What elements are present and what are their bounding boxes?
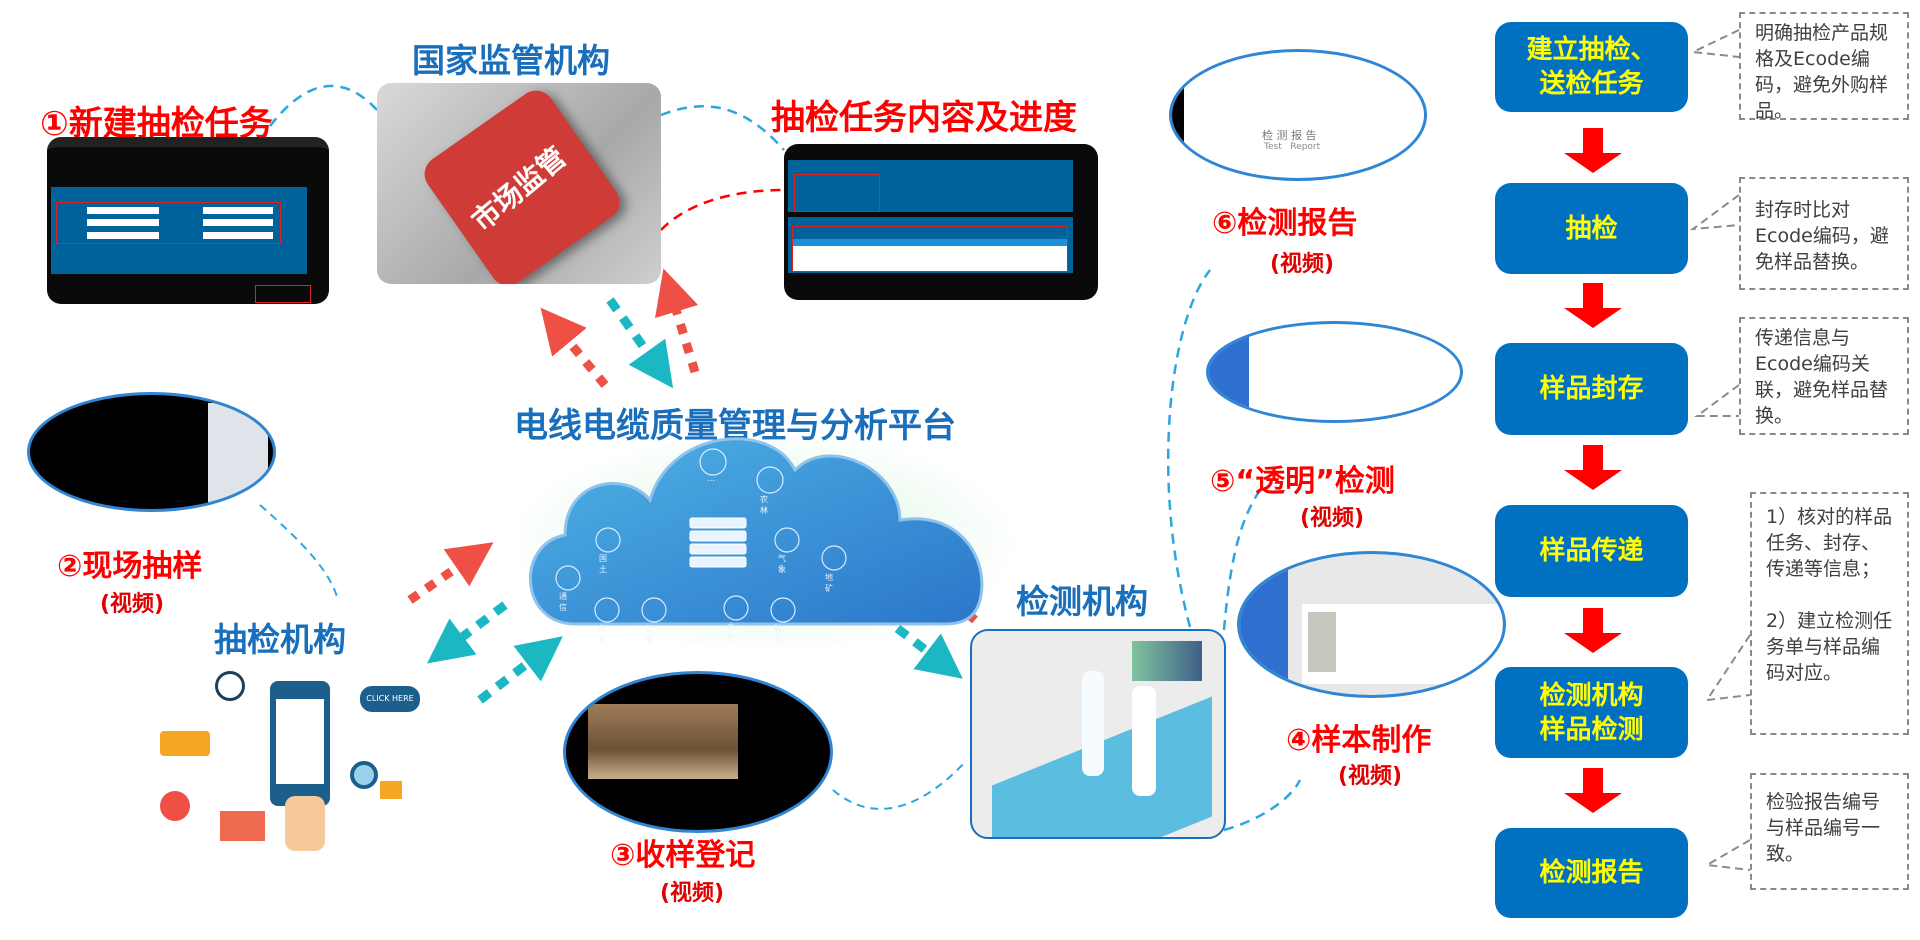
arrow-platform-progress: [655, 268, 700, 374]
sampling-org-illustration: CLICK HERE: [160, 661, 454, 857]
flow-step-report: 检测报告: [1495, 828, 1688, 918]
link-step2-org: [259, 504, 339, 601]
step2-video[interactable]: [27, 392, 276, 512]
note-report: 检验报告编号与样品编号一致。: [1750, 773, 1909, 890]
arrow-regulator-platform: [606, 297, 674, 389]
form-highlight: [56, 202, 281, 244]
regulator-title: 国家监管机构: [412, 41, 610, 80]
report-title-cn: 检 测 报 告: [1262, 129, 1317, 142]
cloud-icon-more: …: [707, 474, 715, 483]
step5-video[interactable]: [1206, 321, 1463, 423]
cloud-icon-agriculture: 农林: [760, 495, 768, 515]
arrow-org-platform-2: [477, 636, 563, 704]
callout-pointers: [1689, 29, 1751, 871]
note-create-task: 明确抽检产品规格及Ecode编码，避免外购样品。: [1739, 12, 1909, 122]
form-panel: [51, 187, 307, 274]
step3-label: ③收样登记: [610, 838, 756, 873]
puzzle-image: 市场监管: [377, 83, 661, 284]
testing-org-title: 检测机构: [1016, 582, 1148, 621]
flow-arrow-3: [1564, 445, 1622, 490]
link-step3-lab: [832, 759, 968, 810]
task-progress-label: 抽检任务内容及进度: [771, 98, 1077, 138]
click-here-badge: CLICK HERE: [360, 686, 420, 712]
flow-step-transfer: 样品传递: [1495, 505, 1688, 597]
cloud-icon-weather: 气象: [778, 554, 786, 574]
link-lab-step5: [1222, 489, 1262, 631]
flow-step-lab-testing: 检测机构样品检测: [1495, 667, 1688, 758]
task-progress-screenshot: [784, 144, 1098, 300]
note-sampling: 封存时比对Ecode编码，避免样品替换。: [1739, 177, 1909, 290]
step3-video[interactable]: [563, 671, 833, 833]
flow-step-sampling: 抽检: [1495, 183, 1688, 274]
link-lab-step4: [1223, 779, 1302, 832]
step4-sub: (视频): [1338, 764, 1403, 789]
arrow-org-platform: [407, 542, 494, 604]
step4-label: ④样本制作: [1286, 723, 1432, 758]
flow-arrow-2: [1564, 283, 1622, 328]
server-rack-icon: [689, 517, 747, 568]
step6-label: ⑥检测报告: [1212, 206, 1358, 241]
step3-sub: (视频): [660, 881, 725, 906]
step2-sub: (视频): [100, 592, 165, 617]
cloud-icon-mining: 地矿: [825, 573, 833, 593]
note-lab-testing: 1）核对的样品任务、封存、传递等信息； 2）建立检测任务单与样品编码对应。: [1750, 492, 1909, 735]
link-step1-regulator: [258, 84, 378, 141]
flow-step-create-task: 建立抽检、送检任务: [1495, 22, 1688, 112]
lab-illustration: [970, 629, 1226, 839]
cloud-icon-disaster: 防灾: [774, 624, 782, 644]
arrow-platform-regulator: [540, 307, 609, 388]
step4-video[interactable]: [1237, 551, 1506, 698]
sampling-org-title: 抽检机构: [214, 620, 346, 659]
link-regulator-progress: [660, 105, 785, 151]
cloud-shape: [529, 437, 984, 626]
cloud-icon-water: 水利: [727, 622, 735, 642]
flow-arrow-5: [1564, 768, 1622, 813]
step5-sub: (视频): [1300, 506, 1365, 531]
flow-arrow-4: [1564, 608, 1622, 653]
link-lab-step6: [1166, 269, 1211, 628]
cloud-icon-telecom: 通信: [559, 592, 567, 612]
report-title-en: Test Report: [1264, 142, 1321, 152]
flow-arrow-1: [1564, 128, 1622, 173]
new-task-screenshot: [47, 137, 329, 304]
note-sealing: 传递信息与Ecode编码关联，避免样品替换。: [1739, 317, 1909, 435]
arrow-platform-lab: [877, 611, 963, 679]
cloud-icon-police: 公安: [645, 624, 653, 644]
step5-label: ⑤“透明”检测: [1210, 464, 1395, 499]
cloud-icon-municipal: 市政: [598, 624, 606, 644]
cloud-icon-land: 国土: [599, 554, 607, 574]
step6-sub: (视频): [1270, 252, 1335, 277]
step2-label: ②现场抽样: [57, 549, 203, 584]
flow-arrows: [1564, 128, 1622, 813]
step6-video[interactable]: 检 测 报 告 Test Report: [1169, 49, 1427, 181]
submit-highlight: [255, 285, 311, 303]
flow-step-sealing: 样品封存: [1495, 343, 1688, 435]
